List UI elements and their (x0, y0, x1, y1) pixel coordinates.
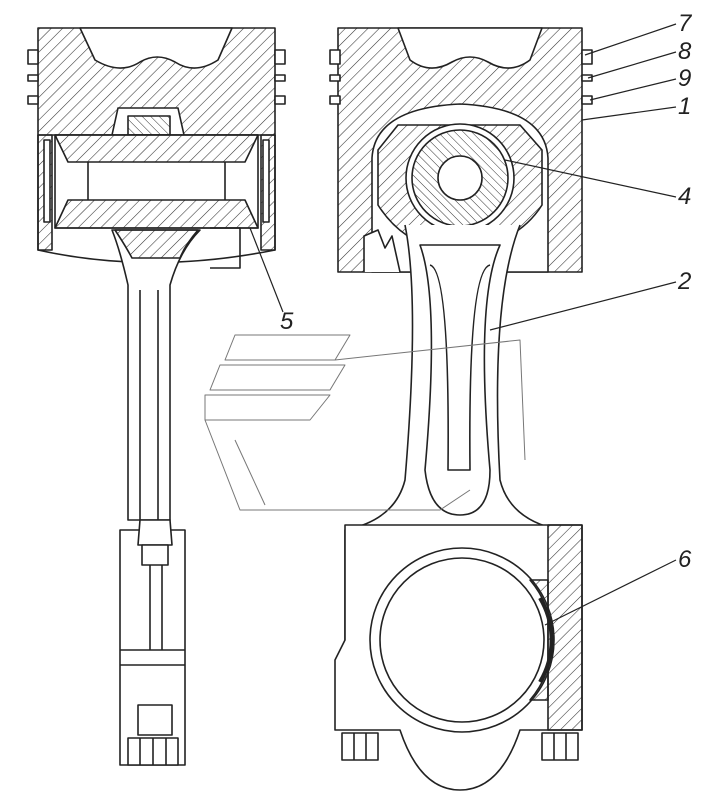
callout-8: 8 (678, 38, 692, 65)
callout-6: 6 (678, 546, 692, 573)
rod-big-end (334, 524, 583, 791)
callout-1: 1 (678, 93, 692, 120)
callout-7: 7 (678, 10, 692, 37)
right-view (329, 27, 593, 791)
background-outline (204, 334, 526, 511)
left-view (27, 27, 286, 766)
callout-5: 5 (280, 308, 294, 335)
callout-2: 2 (678, 268, 692, 295)
rod-left (111, 229, 201, 766)
leader-lines (249, 23, 677, 626)
rod-small-end (377, 123, 543, 251)
piston-left (27, 27, 286, 269)
callout-4: 4 (678, 183, 692, 210)
callout-9: 9 (678, 65, 692, 92)
